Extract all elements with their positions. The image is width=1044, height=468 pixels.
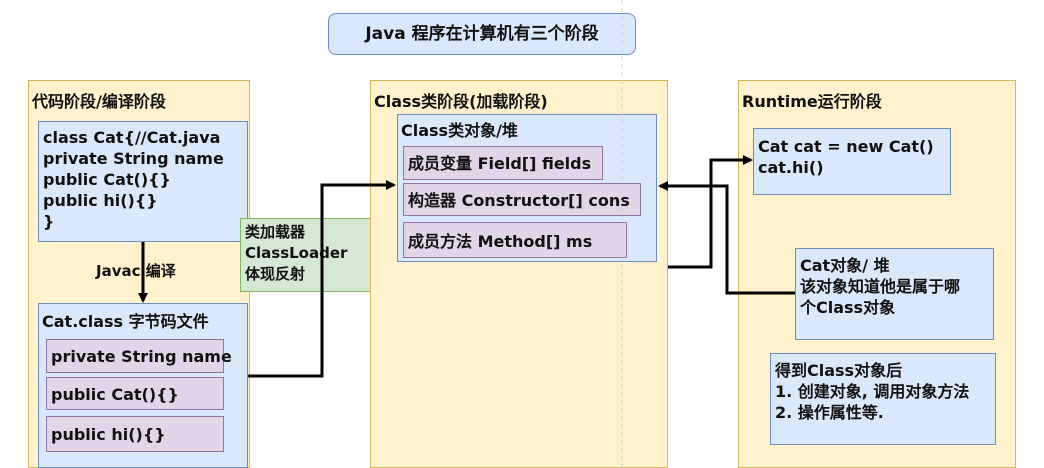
after-class-object-box: 得到Class对象后 1. 创建对象, 调用对象方法 2. 操作属性等. [770, 353, 996, 445]
diagram-title: Java 程序在计算机有三个阶段 [328, 13, 636, 55]
method-member-item: 成员方法 Method[] ms [403, 222, 627, 258]
source-line: } [43, 212, 55, 231]
loading-stage-title: Class类阶段(加载阶段) [374, 92, 548, 111]
runtime-stage-title: Runtime运行阶段 [742, 92, 882, 111]
bytecode-method-item: public hi(){} [46, 416, 224, 452]
heap-object-link [711, 184, 795, 295]
classloader-line: 类加载器 [245, 223, 306, 241]
classloader-line: 体现反射 [245, 265, 306, 283]
bytecode-constructor-item: public Cat(){} [46, 377, 224, 410]
runtime-code-box: Cat cat = new Cat() cat.hi() [753, 128, 951, 195]
runtime-code-line: cat.hi() [758, 158, 824, 177]
runtime-code-line: Cat cat = new Cat() [758, 137, 934, 156]
bytecode-file-title: Cat.class 字节码文件 [42, 312, 209, 331]
class-to-runtime-arrow [709, 155, 753, 186]
runtime-to-class-arrow [658, 181, 713, 269]
source-line: public hi(){} [43, 191, 158, 210]
heap-line: 个Class对象 [800, 298, 896, 317]
source-code-box: class Cat{//Cat.java private String name… [38, 121, 248, 242]
compile-stage-title: 代码阶段/编译阶段 [32, 92, 166, 111]
field-member-item: 成员变量 Field[] fields [403, 146, 603, 180]
after-line: 2. 操作属性等. [775, 403, 884, 422]
after-line: 1. 创建对象, 调用对象方法 [775, 382, 970, 401]
source-line: class Cat{//Cat.java [43, 128, 221, 147]
bytecode-field-item: private String name [46, 339, 232, 373]
source-line: public Cat(){} [43, 170, 171, 189]
source-line: private String name [43, 149, 224, 168]
after-line: 得到Class对象后 [775, 361, 903, 380]
cat-object-heap-box: Cat对象/ 堆 该对象知道他是属于哪 个Class对象 [795, 248, 994, 340]
heap-line: Cat对象/ 堆 [800, 256, 890, 275]
heap-line: 该对象知道他是属于哪 [800, 277, 961, 296]
class-loading-arrow [248, 180, 396, 378]
compile-label: Javac 编译 [96, 262, 176, 280]
constructor-member-item: 构造器 Constructor[] cons [403, 183, 641, 216]
class-object-title: Class类对象/堆 [401, 121, 518, 140]
